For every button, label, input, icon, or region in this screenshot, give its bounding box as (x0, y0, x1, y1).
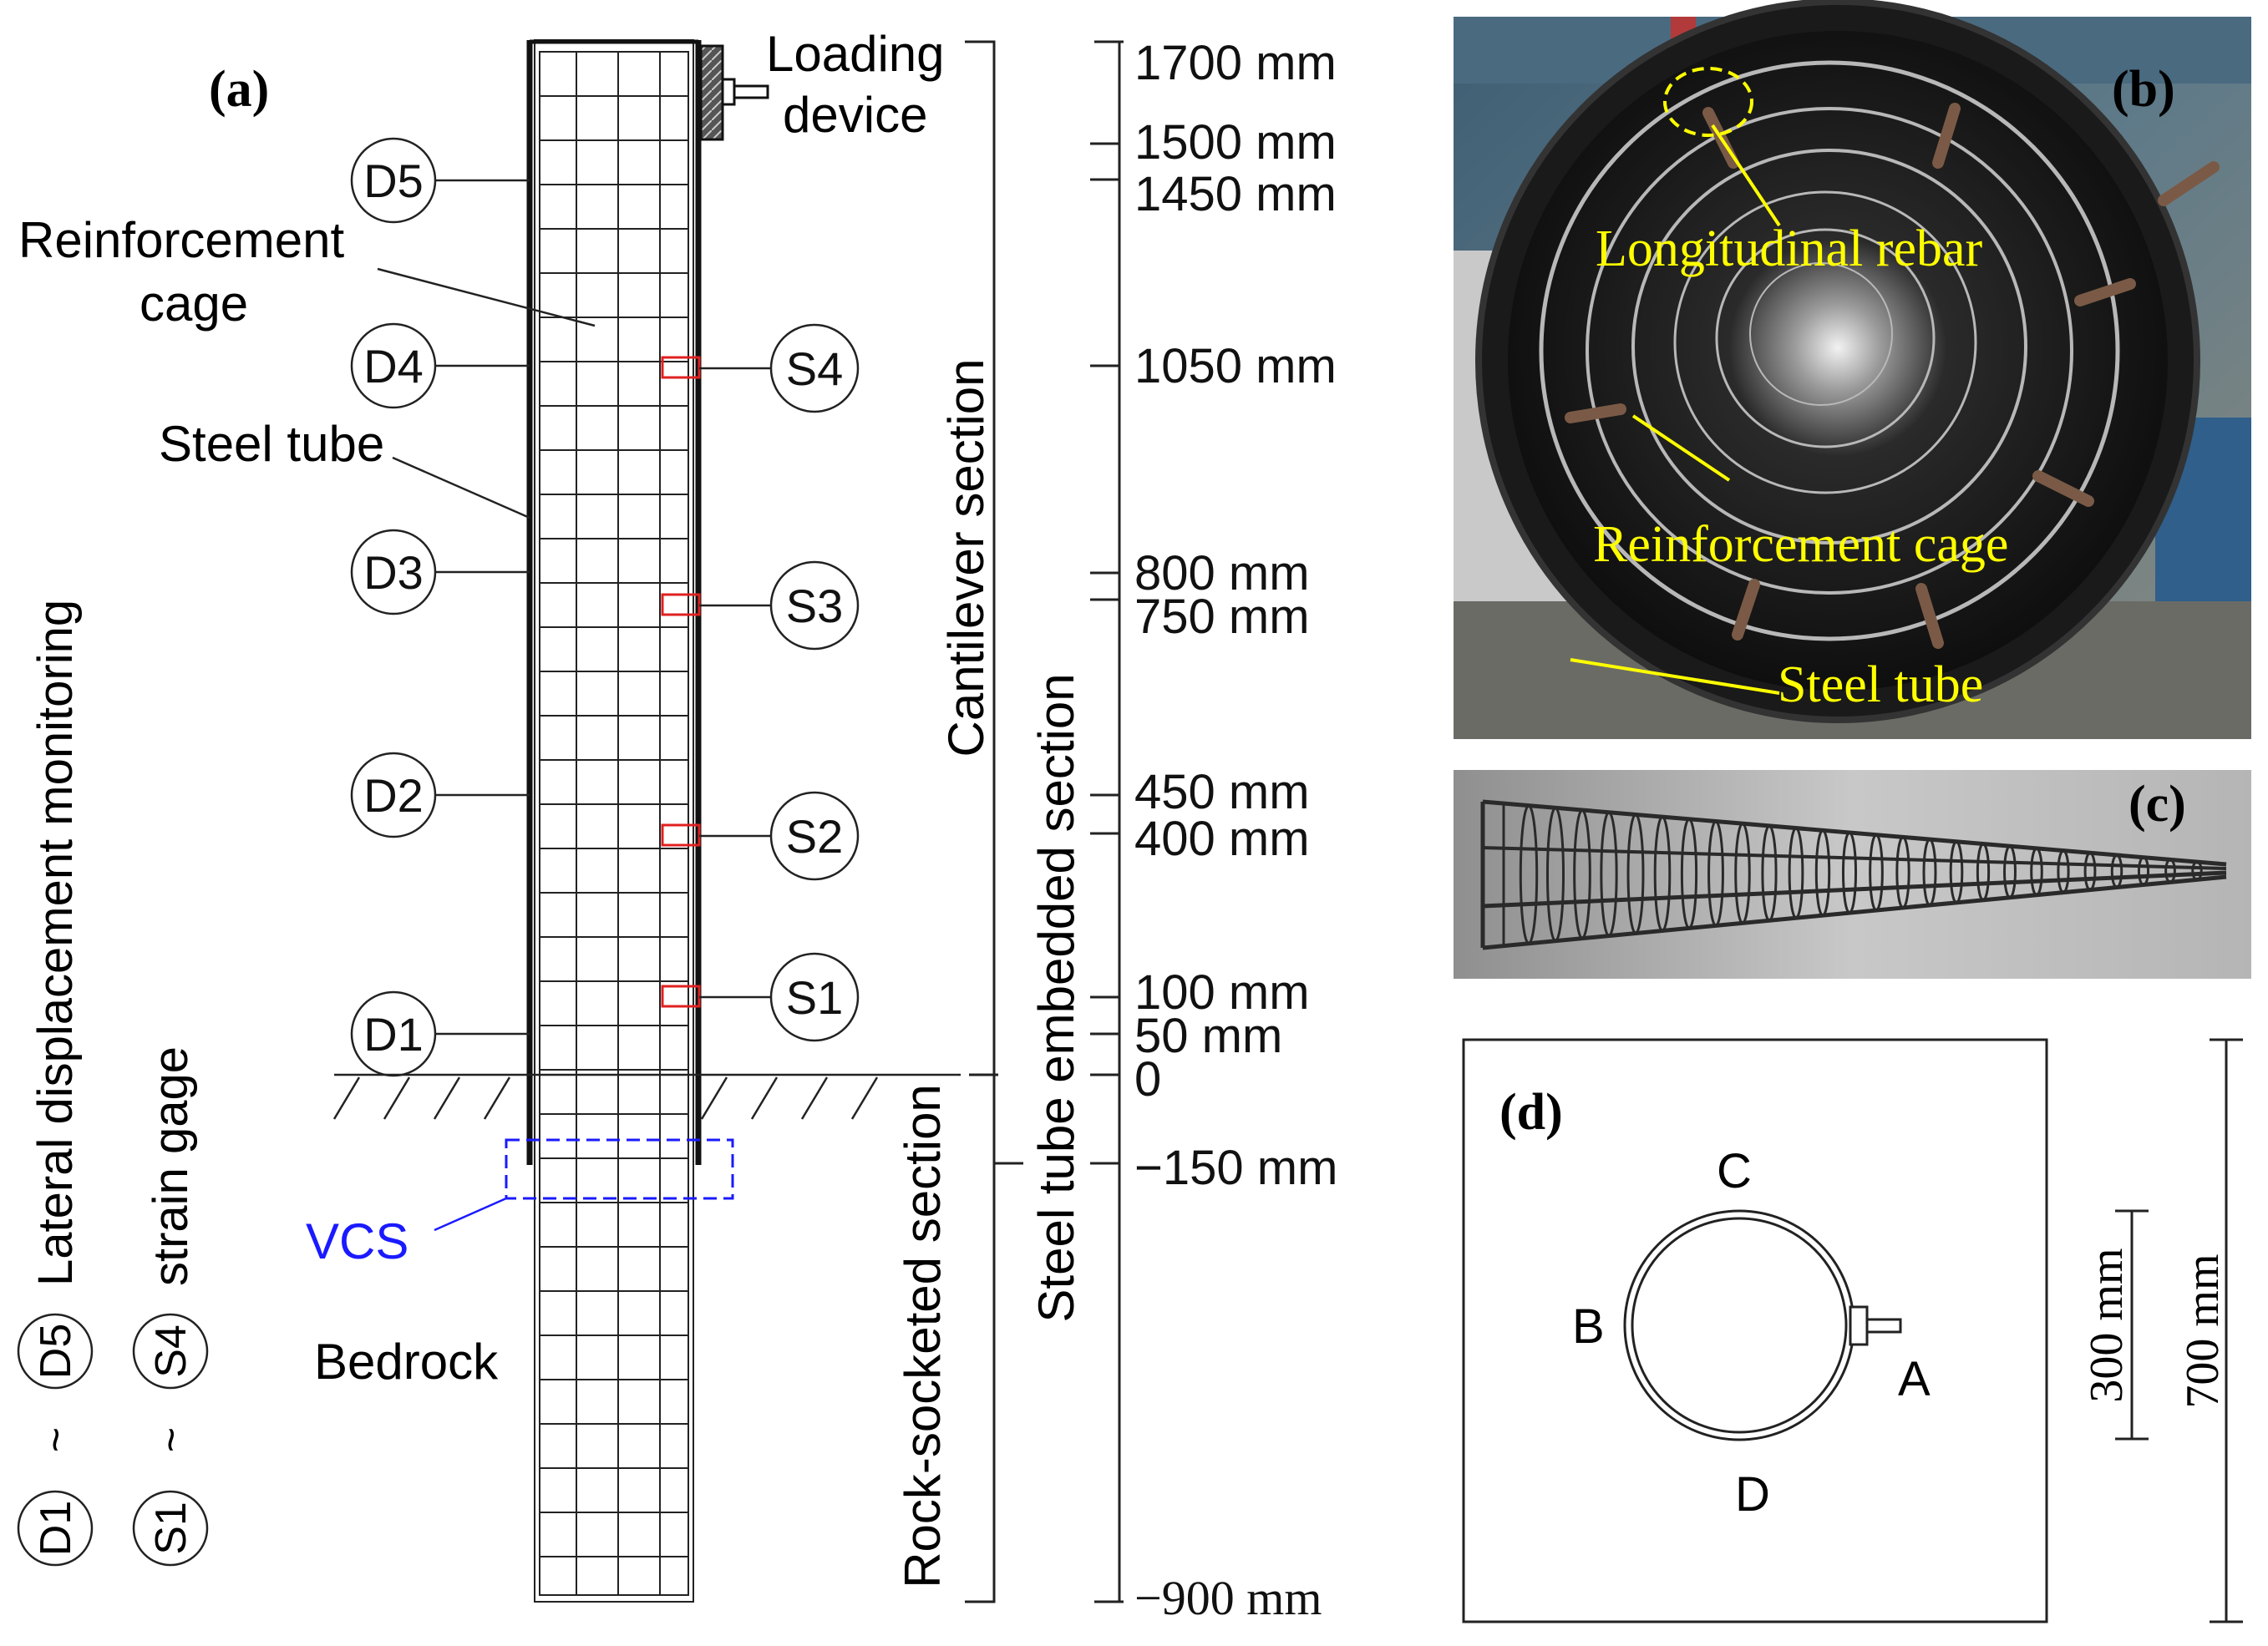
section-brackets (965, 40, 1023, 1603)
steel-tube-label: Steel tube (159, 416, 384, 472)
elevation-1700: 1700 mm (1134, 36, 1337, 90)
svg-text:D5: D5 (363, 154, 424, 207)
displacement-marker-d2: D2 (350, 752, 530, 838)
legend-displacement-text: Lateral displacement monitoring (28, 600, 83, 1286)
elevation-minus900: −900 mm (1134, 1571, 1322, 1625)
svg-text:S1: S1 (786, 971, 844, 1024)
panel-a-label: (a) (209, 61, 269, 118)
strain-marker-s4: S4 (661, 323, 860, 413)
panel-d-label: (d) (1499, 1084, 1563, 1141)
dimension-lines (2115, 1038, 2243, 1623)
displacement-marker-d3: D3 (350, 529, 530, 615)
point-a: A (1898, 1352, 1931, 1406)
loading-device-label-line2: device (783, 87, 927, 143)
dim-700mm: 700 mm (2177, 1253, 2229, 1408)
ground-surface (332, 1073, 961, 1120)
cantilever-section-label: Cantilever section (938, 359, 994, 757)
dim-300mm: 300 mm (2081, 1248, 2133, 1402)
reinforcement-cage-grid (534, 39, 694, 1603)
callout-steel-tube: Steel tube (1778, 656, 1983, 713)
elevation-1450: 1450 mm (1134, 167, 1337, 221)
reinforcement-cage-label-line1: Reinforcement (18, 212, 345, 268)
strain-marker-s3: S3 (661, 560, 860, 651)
tube-section-inner (1631, 1217, 1848, 1434)
elevation-450: 450 mm (1134, 765, 1310, 819)
rebar-highlight (1663, 67, 1753, 137)
elevation-50: 50 mm (1134, 1009, 1282, 1063)
marker-legend: Lateral displacement monitoring strain g… (17, 600, 209, 1567)
svg-text:S2: S2 (786, 810, 844, 863)
svg-text:D3: D3 (363, 546, 424, 599)
svg-text:S3: S3 (786, 580, 844, 632)
elevation-1050: 1050 mm (1134, 339, 1337, 393)
embedded-section-label: Steel tube embedded section (1028, 673, 1084, 1322)
svg-text:S4: S4 (786, 342, 844, 395)
displacement-marker-d5: D5 (350, 137, 530, 224)
strain-marker-s2: S2 (661, 791, 860, 881)
elevation-750: 750 mm (1134, 590, 1310, 644)
loading-device-label-line1: Loading (766, 26, 945, 82)
svg-text:D1: D1 (363, 1008, 424, 1061)
panel-b-label: (b) (2112, 61, 2175, 118)
legend-d5: D5 (32, 1324, 80, 1379)
vcs-leader (434, 1197, 507, 1232)
vcs-zone (505, 1138, 734, 1200)
panel-d: (d) C B A D 300 mm 700 mm (1462, 1038, 2243, 1623)
vcs-label: VCS (306, 1213, 408, 1269)
point-b: B (1572, 1299, 1605, 1354)
panel-c-photo: (c) (1454, 770, 2251, 979)
legend-d1: D1 (32, 1501, 80, 1556)
svg-text:D4: D4 (363, 340, 424, 393)
elevation-100: 100 mm (1134, 965, 1310, 1020)
strain-marker-s1: S1 (661, 952, 860, 1042)
elevation-minus150: −150 mm (1134, 1141, 1337, 1195)
elevation-labels: 1700 mm 1500 mm 1450 mm 1050 mm 800 mm 7… (1134, 36, 1337, 1625)
panel-d-frame (1462, 1038, 2048, 1623)
bedrock-label: Bedrock (314, 1334, 499, 1390)
elevation-400: 400 mm (1134, 812, 1310, 866)
panel-c-label: (c) (2128, 776, 2186, 833)
tube-section-outer (1623, 1209, 1855, 1441)
reinforcement-cage-leader (377, 267, 596, 327)
panel-b-photo: Longitudinal rebar Reinforcement cage St… (1454, 0, 2251, 739)
displacement-marker-d1: D1 (350, 990, 530, 1077)
legend-tilde-d: ~ (32, 1427, 80, 1452)
legend-tilde-s: ~ (147, 1427, 195, 1452)
elevation-800: 800 mm (1134, 546, 1310, 600)
callout-longitudinal-rebar: Longitudinal rebar (1596, 220, 1982, 277)
callout-reinforcement-cage: Reinforcement cage (1593, 516, 2008, 573)
legend-strain-text: strain gage (144, 1046, 198, 1286)
panel-a: (a) Loading device Reinforcement cage St… (17, 26, 1337, 1625)
elevation-1500: 1500 mm (1134, 115, 1337, 170)
rock-socketed-section-label: Rock-socketed section (895, 1084, 951, 1588)
legend-s1: S1 (147, 1502, 195, 1555)
cage-rings (1539, 60, 2120, 641)
steel-tube-leader (392, 456, 530, 519)
elevation-scale (1090, 40, 1124, 1603)
point-d: D (1735, 1467, 1770, 1522)
cage-side-view (1480, 799, 2227, 950)
legend-s4: S4 (147, 1324, 195, 1378)
point-c: C (1717, 1144, 1752, 1198)
reinforcement-cage-label-line2: cage (140, 276, 248, 332)
svg-text:D2: D2 (363, 769, 424, 822)
displacement-marker-d4: D4 (350, 322, 530, 409)
displacement-markers: D5 D4 D3 D2 D1 (350, 137, 530, 1077)
loading-device-icon (699, 44, 769, 141)
strain-markers: S4 S3 S2 S1 (661, 323, 860, 1042)
loading-point-icon (1849, 1305, 1902, 1346)
elevation-0: 0 (1134, 1052, 1161, 1107)
